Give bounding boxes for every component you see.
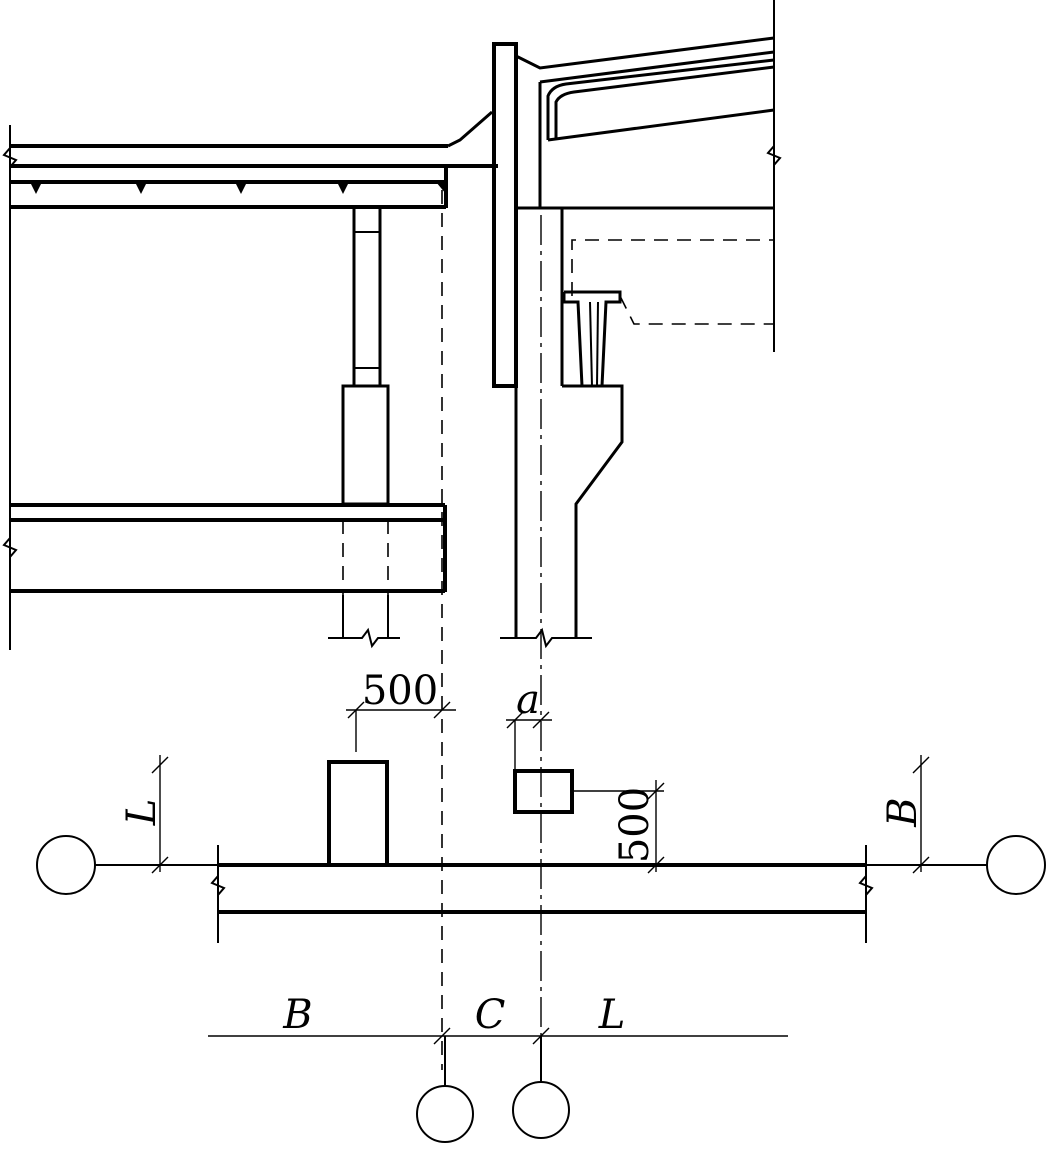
plan-column-block [327,760,389,867]
crane-beam [562,239,774,387]
rib-mark [436,182,446,194]
dimension-right-vertical [912,755,930,874]
dim-label-a: a [516,677,540,723]
left-lower-beam [10,503,447,593]
dim-label-bottom-middle: C [475,992,506,1038]
plan-wall [210,845,874,943]
axis-bubble-right [986,835,1046,895]
axis-bubble-left [36,835,96,895]
dim-label-bottom-left: B [282,992,312,1038]
dim-label-right-500: 500 [612,787,658,863]
roof-truss [515,0,782,352]
plan-small-block [513,769,574,814]
rib-mark [30,182,42,194]
left-roof-slab [10,110,498,209]
dim-label-right-vertical: B [880,797,926,827]
section-view [2,0,782,1080]
break-mark [2,147,18,168]
plan-view: L B 500 a 500 [36,668,1046,1143]
rib-mark [135,182,147,194]
dimension-left-vertical [151,755,169,874]
rib-mark [235,182,247,194]
rib-mark [337,182,349,194]
dimension-top-500 [346,701,456,752]
break-mark [2,537,18,558]
dimension-right-500 [572,780,665,874]
dimension-a [506,711,552,770]
dim-label-top-500: 500 [362,668,438,714]
axis-bubble-bottom-right [512,1081,570,1139]
dim-label-left-vertical: L [119,799,165,827]
dim-label-bottom-right: L [598,992,626,1038]
wall-panel [492,42,518,388]
left-column [328,207,400,649]
axis-bubble-bottom-left [416,1085,474,1143]
